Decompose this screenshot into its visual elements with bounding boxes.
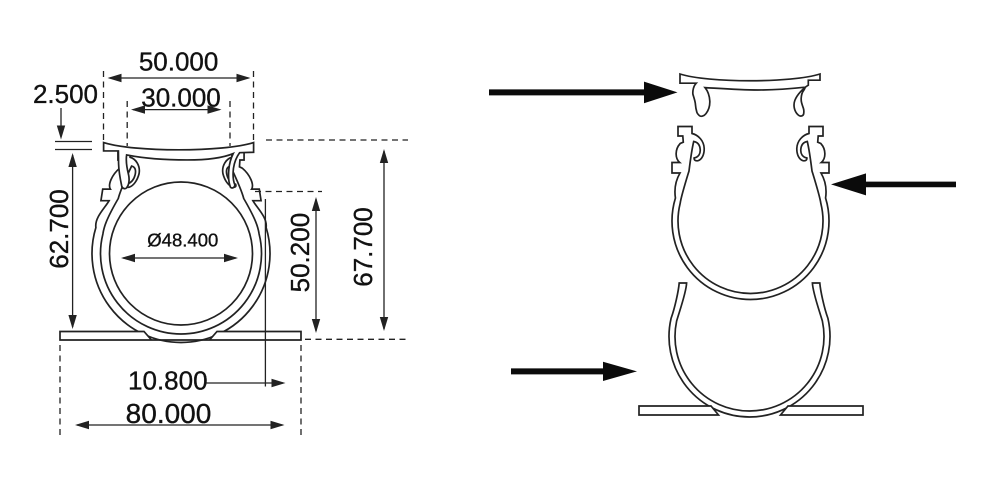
svg-text:62.700: 62.700 <box>44 189 74 269</box>
svg-text:50.000: 50.000 <box>139 47 219 77</box>
svg-text:67.700: 67.700 <box>348 207 378 287</box>
svg-text:50.200: 50.200 <box>285 213 315 293</box>
svg-text:Ø48.400: Ø48.400 <box>147 230 218 251</box>
svg-text:80.000: 80.000 <box>126 398 212 429</box>
svg-text:2.500: 2.500 <box>33 79 98 109</box>
svg-text:30.000: 30.000 <box>141 83 221 113</box>
svg-text:10.800: 10.800 <box>128 366 208 396</box>
